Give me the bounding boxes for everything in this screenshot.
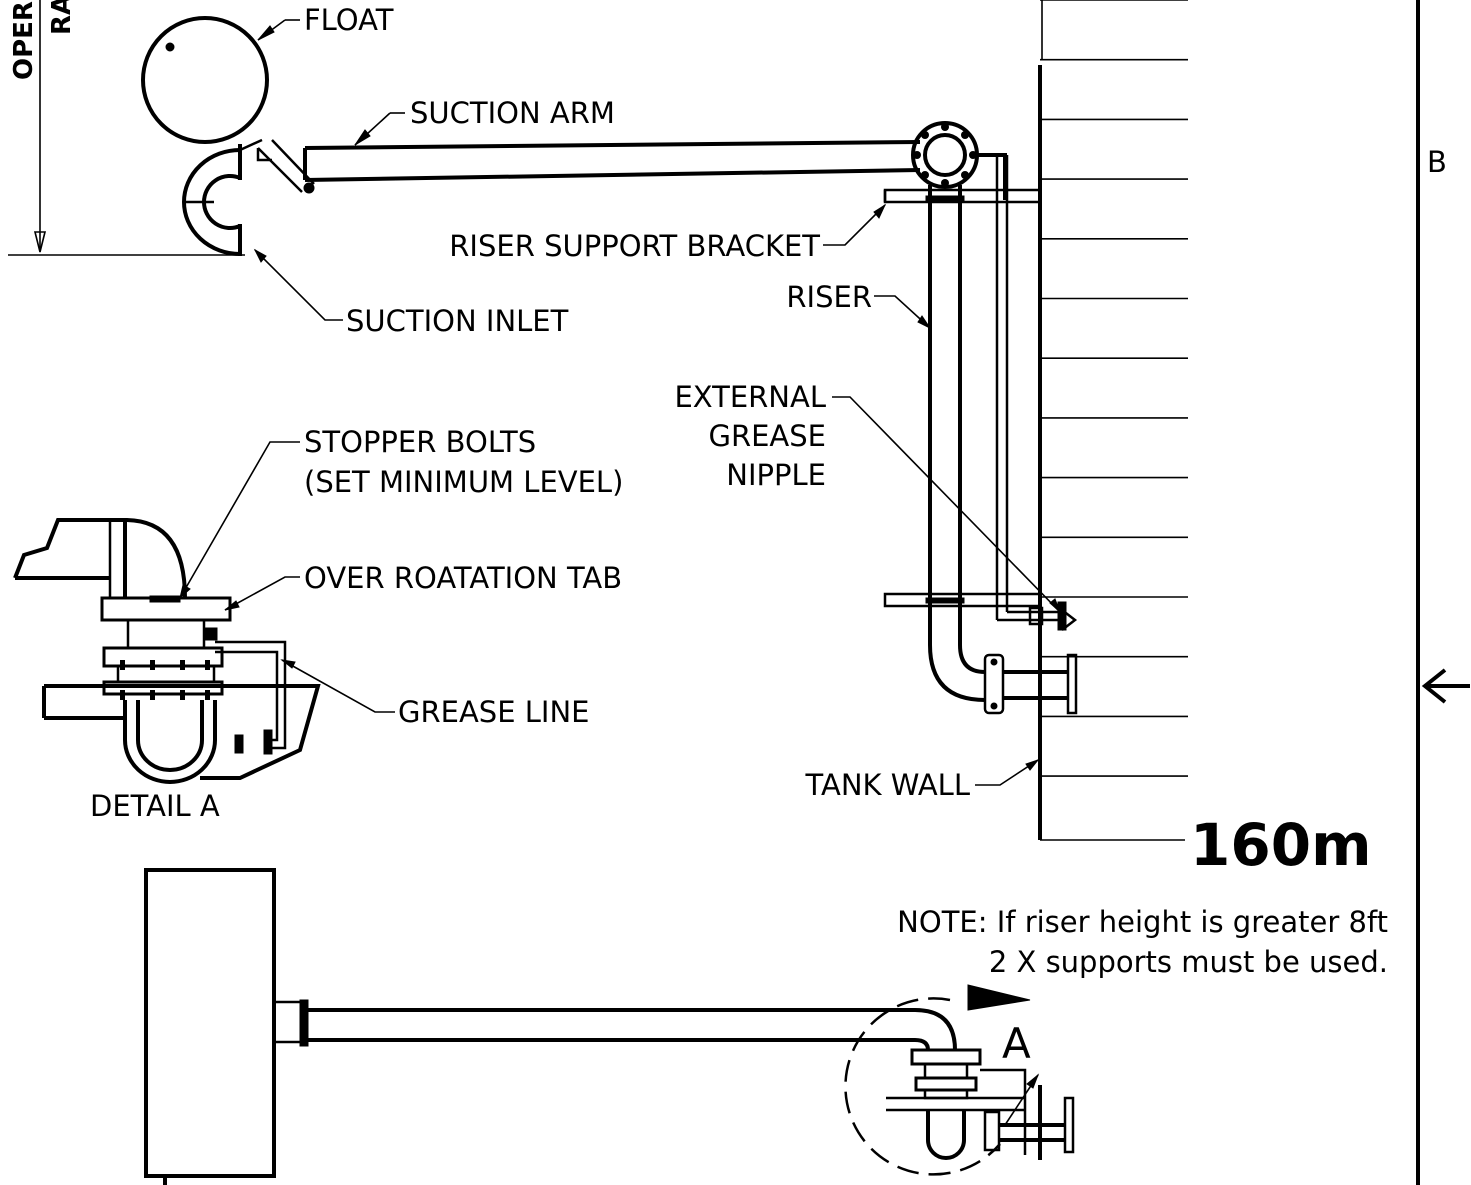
outlet-nozzle	[983, 653, 1078, 715]
riser-support-bracket-callout: RISER SUPPORT BRACKET	[449, 203, 887, 263]
operating-range-label-2: RA	[47, 0, 77, 35]
suction-inlet-label: SUCTION INLET	[346, 304, 569, 338]
suction-arm-label: SUCTION ARM	[410, 96, 615, 130]
external-grease-nipple-callout: EXTERNAL GREASE NIPPLE	[674, 380, 1061, 613]
tank-wall	[1038, 0, 1188, 841]
suction-inlet	[182, 144, 242, 256]
over-rotation-tab-label: OVER ROATATION TAB	[304, 561, 622, 595]
external-grease-nipple-label-3: NIPPLE	[726, 458, 826, 492]
riser	[925, 185, 986, 702]
float	[141, 16, 269, 144]
swivel-joint	[911, 121, 1007, 200]
stopper-bolts-callout: STOPPER BOLTS (SET MINIMUM LEVEL)	[179, 425, 623, 600]
plan-view: A	[144, 868, 1075, 1185]
detail-a-title: DETAIL A	[90, 789, 220, 823]
external-grease-nipple-label-2: GREASE	[708, 419, 826, 453]
stopper-bolts-label-2: (SET MINIMUM LEVEL)	[304, 465, 623, 499]
grease-line-callout: GREASE LINE	[280, 659, 589, 729]
riser-support-bracket-label: RISER SUPPORT BRACKET	[449, 229, 820, 263]
suction-arm	[303, 140, 921, 182]
riser-callout: RISER	[786, 280, 932, 330]
detail-a-marker: A	[1002, 1019, 1031, 1068]
stopper-bolts-label-1: STOPPER BOLTS	[304, 425, 536, 459]
riser-label: RISER	[786, 280, 872, 314]
grease-line-label: GREASE LINE	[398, 695, 589, 729]
note-line-2: 2 X supports must be used.	[989, 945, 1388, 979]
operating-range-dimension: OPER RA	[8, 0, 245, 256]
section-line-b: B	[1416, 0, 1470, 1185]
suction-arm-callout: SUCTION ARM	[354, 96, 615, 146]
detail-a-view	[13, 518, 321, 784]
over-rotation-tab-callout: OVER ROATATION TAB	[224, 561, 622, 611]
note-line-1: NOTE: If riser height is greater 8ft	[897, 905, 1388, 939]
float-label: FLOAT	[304, 3, 394, 37]
external-grease-line	[995, 155, 1078, 631]
float-callout: FLOAT	[257, 3, 394, 41]
external-grease-nipple-label-1: EXTERNAL	[674, 380, 826, 414]
section-marker-b: B	[1427, 145, 1447, 179]
height-label: 160m	[1190, 811, 1372, 879]
operating-range-label-1: OPER	[9, 1, 39, 80]
tank-wall-callout: TANK WALL	[805, 758, 1040, 802]
tank-wall-label: TANK WALL	[805, 768, 970, 802]
float-bracket	[239, 138, 315, 194]
suction-inlet-callout: SUCTION INLET	[253, 248, 569, 338]
